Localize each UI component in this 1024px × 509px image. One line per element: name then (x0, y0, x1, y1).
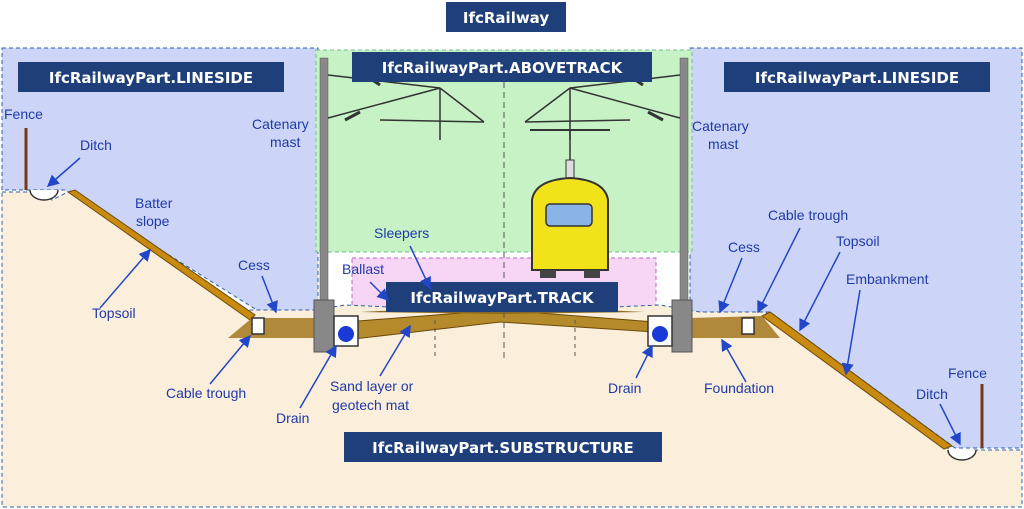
track-gauge-lines (434, 320, 576, 360)
label-foundation: Foundation (704, 380, 774, 396)
mast-foundation-left (313, 299, 335, 353)
svg-text:IfcRailwayPart.LINESIDE: IfcRailwayPart.LINESIDE (49, 69, 253, 87)
label-ditch-left: Ditch (80, 137, 112, 153)
label-topsoil-right: Topsoil (836, 233, 880, 249)
label-cable-trough-right: Cable trough (768, 207, 848, 223)
label-sand-layer-1: Sand layer or (330, 378, 414, 394)
svg-text:IfcRailwayPart.ABOVETRACK: IfcRailwayPart.ABOVETRACK (382, 59, 624, 77)
train-icon (531, 130, 609, 278)
label-drain-left: Drain (276, 410, 309, 426)
pointer-arrows (46, 157, 961, 446)
tag-lineside-left: IfcRailwayPart.LINESIDE (18, 62, 284, 92)
cess-platform-right (690, 316, 780, 338)
label-sand-layer-2: geotech mat (332, 397, 409, 413)
label-fence-right: Fence (948, 365, 987, 381)
tag-lineside-right: IfcRailwayPart.LINESIDE (724, 62, 990, 92)
label-topsoil-left: Topsoil (92, 305, 136, 321)
tag-railway: IfcRailway (446, 2, 566, 32)
label-catenary-mast-left-1: Catenary (252, 116, 309, 132)
svg-text:IfcRailway: IfcRailway (463, 9, 549, 27)
tag-abovetrack: IfcRailwayPart.ABOVETRACK (352, 52, 652, 82)
cess-platform-left (228, 318, 318, 338)
mast-foundation-right (671, 299, 693, 353)
svg-text:IfcRailwayPart.TRACK: IfcRailwayPart.TRACK (410, 289, 595, 307)
label-ballast: Ballast (342, 261, 384, 277)
cable-trough-left (251, 317, 265, 335)
catenary-mast-left (319, 57, 329, 317)
tag-track: IfcRailwayPart.TRACK (386, 282, 618, 312)
topsoil-left (66, 189, 256, 321)
tag-substructure: IfcRailwayPart.SUBSTRUCTURE (344, 432, 662, 462)
label-cess-left: Cess (238, 257, 270, 273)
label-catenary-mast-left-2: mast (270, 134, 300, 150)
svg-text:IfcRailwayPart.LINESIDE: IfcRailwayPart.LINESIDE (755, 69, 959, 87)
drain-left (333, 315, 359, 347)
label-batter-slope-1: Batter (135, 195, 173, 211)
svg-text:IfcRailwayPart.SUBSTRUCTURE: IfcRailwayPart.SUBSTRUCTURE (372, 439, 634, 457)
catenary-arm-right (524, 73, 681, 140)
label-fence-left: Fence (4, 106, 43, 122)
label-cable-trough-left: Cable trough (166, 385, 246, 401)
label-embankment: Embankment (846, 271, 929, 287)
label-batter-slope-2: slope (136, 213, 170, 229)
label-ditch-right: Ditch (916, 386, 948, 402)
cable-trough-right (741, 317, 755, 335)
label-catenary-mast-right-2: mast (708, 136, 738, 152)
label-sleepers: Sleepers (374, 225, 429, 241)
label-cess-right: Cess (728, 239, 760, 255)
drain-right (647, 315, 673, 347)
ditch-right (947, 449, 977, 461)
ditch-left (29, 189, 59, 201)
label-drain-right: Drain (608, 380, 641, 396)
label-catenary-mast-right-1: Catenary (692, 118, 749, 134)
ground-substructure (1, 191, 1023, 508)
catenary-mast-right (679, 57, 689, 317)
